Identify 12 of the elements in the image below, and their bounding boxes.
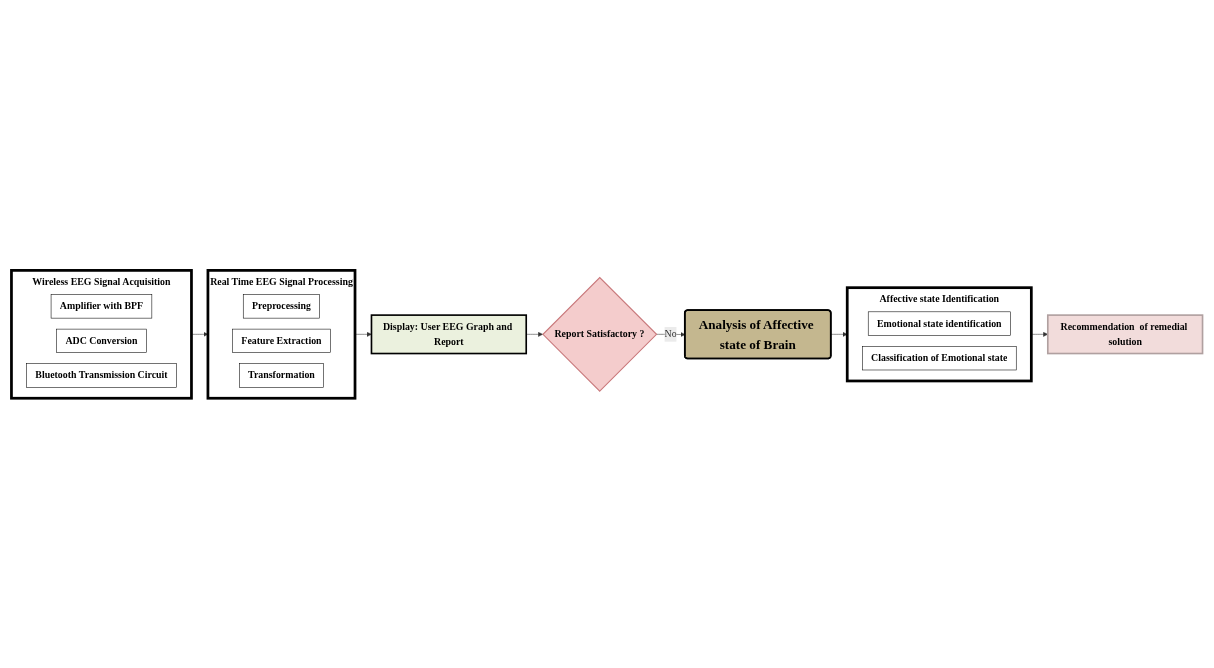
node-box: Feature Extraction	[232, 328, 331, 353]
node-box: ADC Conversion	[56, 328, 147, 353]
node-box: Amplifier with BPF	[50, 293, 153, 319]
node-box: Emotional state identification	[867, 311, 1011, 336]
node-box: Preprocessing	[242, 293, 320, 319]
node-box: Bluetooth Transmission Circuit	[26, 363, 177, 388]
node-box: Classification of Emotional state	[862, 345, 1017, 370]
edge-label: No	[664, 328, 677, 340]
node-box: Recommendation of remedial solution	[1046, 313, 1204, 355]
node-box: Display: User EEG Graph and Report	[370, 313, 528, 355]
node-box: Transformation	[239, 363, 324, 388]
node-diamond: Report Satisfactory ?	[542, 276, 658, 392]
